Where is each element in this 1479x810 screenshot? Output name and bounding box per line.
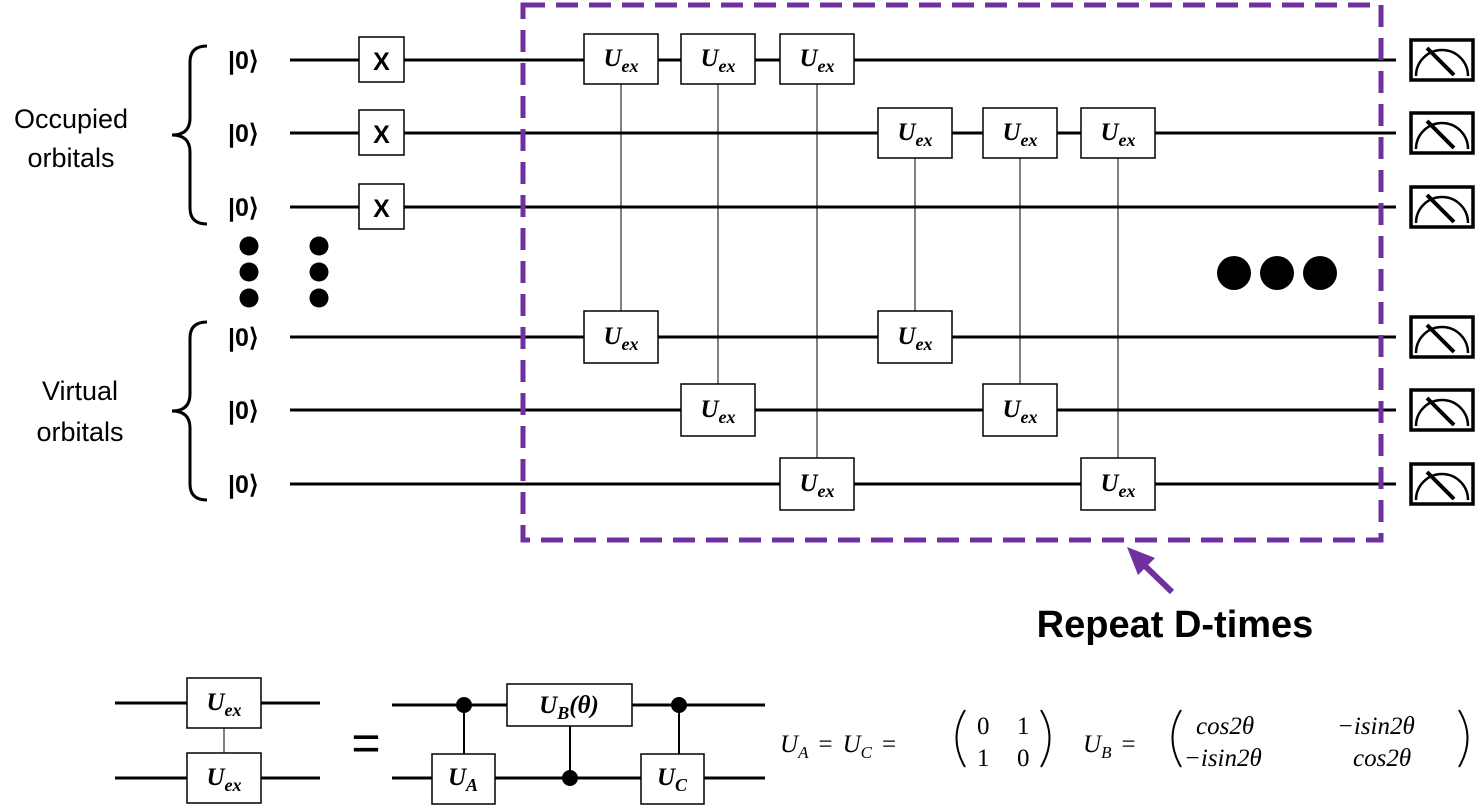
uex-gates: Uex Uex Uex Uex Uex Uex Uex Uex Uex Uex … <box>583 33 1156 511</box>
svg-text:UB=: UB= <box>1083 731 1136 762</box>
svg-text:Uex: Uex <box>700 396 735 427</box>
x-gate-3-label: X <box>373 195 390 223</box>
svg-text:Uex: Uex <box>700 45 735 76</box>
occupied-brace <box>171 44 208 226</box>
uex-gate: Uex <box>680 33 756 85</box>
uex-gate: Uex <box>877 107 953 159</box>
uex-gate: Uex <box>877 310 953 364</box>
x-gate-2: X <box>358 109 405 156</box>
x-gate-2-label: X <box>373 121 390 149</box>
vertical-ellipsis-left <box>239 236 259 308</box>
ket-1: |0⟩ <box>228 47 259 75</box>
repeat-arrow-icon <box>1127 547 1175 595</box>
svg-text:Uex: Uex <box>799 470 834 501</box>
meter-icon <box>1409 111 1475 155</box>
ket-5: |0⟩ <box>228 397 259 425</box>
uex-gate: Uex <box>680 383 756 437</box>
uex-connectors <box>620 60 1119 484</box>
uex-gate: Uex <box>583 310 659 364</box>
svg-text:1: 1 <box>977 745 990 772</box>
svg-text:Uex: Uex <box>206 764 241 795</box>
equals-sign: = <box>351 715 380 771</box>
ub-gate <box>506 683 633 727</box>
meter-icon <box>1409 388 1475 432</box>
svg-text:cos2θ: cos2θ <box>1353 745 1411 772</box>
decomp-uex-pair: Uex Uex <box>115 677 320 804</box>
svg-text:−isin2θ: −isin2θ <box>1337 713 1415 740</box>
uex-gate: Uex <box>982 383 1058 437</box>
virtual-brace <box>171 320 208 502</box>
svg-text:Uex: Uex <box>206 689 241 720</box>
ua-gate <box>431 753 496 805</box>
repeat-label: Repeat D-times <box>1037 604 1314 646</box>
uex-gate: Uex <box>583 33 659 85</box>
uex-gate: Uex <box>1080 457 1156 511</box>
uex-gate: Uex <box>779 457 855 511</box>
svg-text:0: 0 <box>1017 745 1030 772</box>
x-gate-1: X <box>358 36 405 83</box>
svg-text:Uex: Uex <box>603 323 638 354</box>
svg-text:Uex: Uex <box>1002 119 1037 150</box>
initial-states: |0⟩ |0⟩ |0⟩ |0⟩ |0⟩ |0⟩ <box>228 47 259 499</box>
svg-text:0: 0 <box>977 713 990 740</box>
x-gate-1-label: X <box>373 48 390 76</box>
occupied-label-line1: Occupied <box>14 104 128 134</box>
virtual-label-line2: orbitals <box>36 417 123 447</box>
svg-text:Uex: Uex <box>603 45 638 76</box>
svg-text:Uex: Uex <box>799 45 834 76</box>
svg-text:1: 1 <box>1017 713 1030 740</box>
svg-text:UC: UC <box>657 764 688 795</box>
gate-definitions: UA=UC= 0 1 1 0 UB= cos2θ −isin2θ −isin2θ… <box>780 709 1469 772</box>
uex-gate: Uex <box>779 33 855 85</box>
svg-text:UB(θ): UB(θ) <box>539 692 599 723</box>
svg-text:Uex: Uex <box>1002 396 1037 427</box>
virtual-label-line1: Virtual <box>42 376 118 406</box>
ket-3: |0⟩ <box>228 194 259 222</box>
uc-gate <box>640 753 705 805</box>
svg-text:UA: UA <box>448 764 478 795</box>
control-dot <box>562 770 578 786</box>
ket-6: |0⟩ <box>228 471 259 499</box>
vertical-ellipsis-right <box>309 236 329 308</box>
meter-icon <box>1409 185 1475 229</box>
uex-gate: Uex <box>1080 107 1156 159</box>
x-gate-3: X <box>358 183 405 230</box>
svg-text:−isin2θ: −isin2θ <box>1184 745 1262 772</box>
meter-icon <box>1409 38 1475 82</box>
ket-4: |0⟩ <box>228 324 259 352</box>
control-dot <box>456 697 472 713</box>
meter-icon <box>1409 462 1475 506</box>
uex-gate: Uex <box>982 107 1058 159</box>
svg-text:Uex: Uex <box>897 323 932 354</box>
svg-text:cos2θ: cos2θ <box>1196 713 1254 740</box>
control-dot <box>671 697 687 713</box>
svg-text:Uex: Uex <box>1100 470 1135 501</box>
horizontal-ellipsis <box>1217 256 1337 290</box>
svg-text:Uex: Uex <box>1100 119 1135 150</box>
decomp-circuit: UA UB(θ) UC <box>392 683 765 805</box>
occupied-label-line2: orbitals <box>27 143 114 173</box>
ket-2: |0⟩ <box>228 120 259 148</box>
svg-text:UA=UC=: UA=UC= <box>780 731 896 762</box>
svg-text:Uex: Uex <box>897 119 932 150</box>
meter-icon <box>1409 315 1475 359</box>
repeat-block-box <box>520 2 1384 543</box>
measurement-meters <box>1409 38 1475 506</box>
